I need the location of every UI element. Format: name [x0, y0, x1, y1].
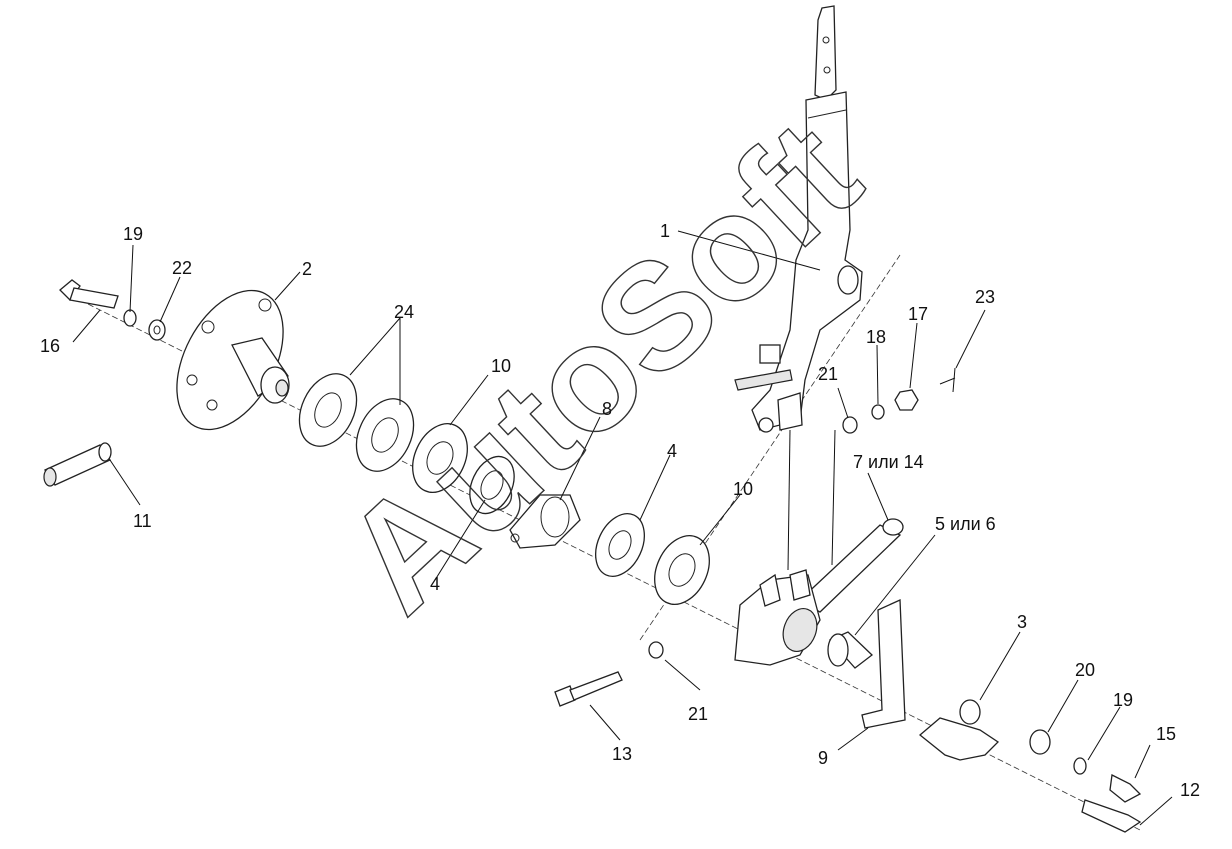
part-4-ring-a	[469, 455, 515, 515]
callout-15: 15	[1156, 724, 1176, 744]
part-21-washer-top	[842, 416, 858, 434]
part-12-bolt	[1081, 799, 1142, 833]
part-18-washer	[871, 404, 885, 420]
callout-19a: 19	[123, 224, 143, 244]
callout-18: 18	[866, 327, 886, 347]
leader-lines	[72, 230, 1173, 826]
part-19-washer-left	[123, 309, 137, 327]
callout-11: 11	[133, 511, 152, 531]
part-15-bolt	[1109, 774, 1142, 803]
callout-9: 9	[818, 748, 828, 768]
part-16-bolt	[59, 279, 119, 309]
part-3-tab-washer	[959, 699, 981, 725]
callout-labels: 1 2 3 4 4 5 или 6 7 или 14 8 9 10 10 11 …	[40, 221, 1200, 800]
part-1-lever	[734, 5, 863, 433]
part-22-washer	[148, 319, 166, 341]
callout-12: 12	[1180, 780, 1200, 800]
part-8-plate	[509, 494, 581, 549]
callout-24: 24	[394, 302, 414, 322]
callout-8: 8	[602, 399, 612, 419]
callout-23: 23	[975, 287, 995, 307]
part-5-bushing	[827, 631, 873, 669]
callout-22: 22	[172, 258, 192, 278]
part-11-pin	[43, 442, 112, 487]
callout-16: 16	[40, 336, 60, 356]
part-13-bolt	[554, 671, 623, 707]
part-17-nut	[894, 389, 919, 411]
callout-20: 20	[1075, 660, 1095, 680]
callout-5-or-6: 5 или 6	[935, 514, 996, 534]
callout-4a: 4	[430, 574, 440, 594]
callout-3: 3	[1017, 612, 1027, 632]
part-23-cotter-pin	[939, 367, 956, 393]
callout-17: 17	[908, 304, 928, 324]
callout-1: 1	[660, 221, 670, 241]
part-21-washer-bottom	[648, 641, 664, 659]
part-3-clip	[918, 717, 1000, 761]
part-24-washer-a	[298, 373, 358, 447]
callout-21b: 21	[688, 704, 708, 724]
callout-13: 13	[612, 744, 632, 764]
callout-4b: 4	[667, 441, 677, 461]
part-2-flange	[176, 289, 290, 431]
part-20-washer	[1029, 729, 1051, 755]
callout-10a: 10	[491, 356, 511, 376]
part-19-washer-right	[1073, 757, 1087, 775]
part-10-washer-b	[654, 535, 710, 605]
callout-10b: 10	[733, 479, 753, 499]
callout-2: 2	[302, 259, 312, 279]
part-9-strip	[861, 599, 906, 729]
callout-19b: 19	[1113, 690, 1133, 710]
part-7-link-rod	[798, 518, 904, 613]
part-24-washer-b	[355, 398, 415, 472]
part-4-ring-b	[595, 513, 645, 577]
callout-21a: 21	[818, 364, 838, 384]
main-bracket	[734, 569, 821, 666]
part-10-washer-a	[412, 423, 468, 493]
callout-7-or-14: 7 или 14	[853, 452, 924, 472]
